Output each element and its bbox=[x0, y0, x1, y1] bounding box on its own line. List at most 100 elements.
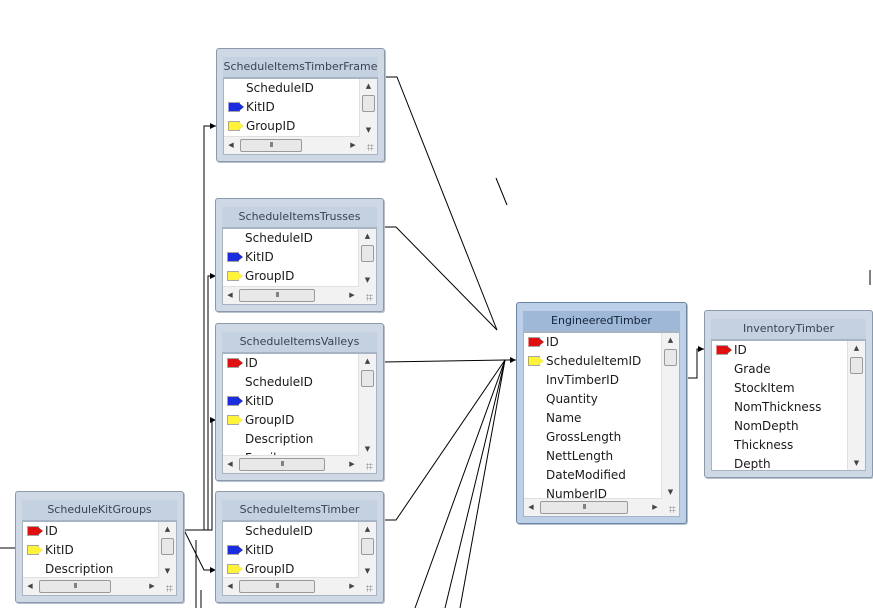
vertical-scrollbar[interactable]: ▲▼ bbox=[158, 522, 176, 578]
horizontal-scrollbar[interactable]: ◀ III ▶ bbox=[524, 498, 662, 516]
vertical-scrollbar[interactable]: ▲▼ bbox=[359, 79, 377, 137]
vertical-scrollbar[interactable]: ▲▼ bbox=[358, 229, 376, 287]
triangle-up-icon[interactable]: ▲ bbox=[164, 525, 171, 533]
triangle-right-icon[interactable]: ▶ bbox=[350, 141, 356, 149]
column-row[interactable]: ID bbox=[23, 522, 159, 541]
column-row[interactable]: GroupID bbox=[224, 117, 360, 136]
vertical-scrollbar[interactable]: ▲▼ bbox=[358, 522, 376, 578]
triangle-left-icon[interactable]: ◀ bbox=[227, 291, 233, 299]
horizontal-scrollbar[interactable]: ◀ III ▶ bbox=[223, 455, 359, 473]
column-row[interactable]: KitID bbox=[224, 98, 360, 117]
column-row[interactable]: KitID bbox=[223, 392, 359, 411]
column-row[interactable]: GroupID bbox=[223, 560, 359, 578]
column-row[interactable]: Name bbox=[524, 409, 662, 428]
column-row[interactable]: InvTimberID bbox=[524, 371, 662, 390]
triangle-left-icon[interactable]: ◀ bbox=[27, 582, 33, 590]
grip-lines-icon[interactable]: III bbox=[239, 580, 315, 593]
table-title[interactable]: EngineeredTimber bbox=[523, 311, 680, 332]
column-row[interactable]: Depth bbox=[712, 455, 848, 470]
horizontal-scrollbar[interactable]: ◀ III ▶ bbox=[23, 577, 159, 595]
triangle-right-icon[interactable]: ▶ bbox=[349, 291, 355, 299]
column-row[interactable]: GroupID bbox=[223, 411, 359, 430]
horizontal-scrollbar[interactable]: ◀ III ▶ bbox=[223, 577, 359, 595]
column-row[interactable]: GrossLength bbox=[524, 428, 662, 447]
grip-lines-icon[interactable]: III bbox=[239, 458, 325, 471]
scroll-thumb[interactable] bbox=[161, 538, 174, 555]
column-row[interactable]: Family bbox=[223, 449, 359, 456]
column-row[interactable]: ScheduleID bbox=[223, 522, 359, 541]
scroll-thumb[interactable] bbox=[361, 245, 374, 262]
vertical-scrollbar[interactable]: ▲▼ bbox=[661, 333, 679, 499]
grip-lines-icon[interactable]: III bbox=[240, 139, 302, 152]
column-row[interactable]: NomDepth bbox=[712, 417, 848, 436]
grip-lines-icon[interactable]: III bbox=[39, 580, 111, 593]
column-row[interactable]: ScheduleID bbox=[224, 79, 360, 98]
column-row[interactable]: Thickness bbox=[712, 436, 848, 455]
triangle-up-icon[interactable]: ▲ bbox=[364, 525, 371, 533]
column-row[interactable]: NumberID bbox=[524, 485, 662, 499]
triangle-left-icon[interactable]: ◀ bbox=[227, 582, 233, 590]
triangle-up-icon[interactable]: ▲ bbox=[364, 232, 371, 240]
grip-lines-icon[interactable]: III bbox=[239, 289, 315, 302]
column-row[interactable]: KitID bbox=[223, 248, 359, 267]
resize-grip-icon[interactable] bbox=[360, 137, 377, 154]
table-title[interactable]: ScheduleKitGroups bbox=[22, 500, 177, 521]
resize-grip-icon[interactable] bbox=[359, 578, 376, 595]
column-row[interactable]: Description bbox=[223, 430, 359, 449]
column-row[interactable]: KitID bbox=[23, 541, 159, 560]
column-row[interactable]: Description bbox=[23, 560, 159, 578]
triangle-up-icon[interactable]: ▲ bbox=[853, 344, 860, 352]
column-row[interactable]: NomThickness bbox=[712, 398, 848, 417]
table-title[interactable]: ScheduleItemsTimberFrame bbox=[223, 57, 378, 78]
scroll-thumb[interactable] bbox=[362, 95, 375, 112]
column-row[interactable]: Grade bbox=[712, 360, 848, 379]
column-row[interactable]: StockItem bbox=[712, 379, 848, 398]
horizontal-scrollbar[interactable]: ◀ III ▶ bbox=[224, 136, 360, 154]
triangle-down-icon[interactable]: ▼ bbox=[364, 567, 371, 575]
column-row[interactable]: ScheduleItemID bbox=[524, 352, 662, 371]
scroll-thumb[interactable] bbox=[850, 357, 863, 374]
triangle-down-icon[interactable]: ▼ bbox=[667, 488, 674, 496]
column-row[interactable]: GroupID bbox=[223, 267, 359, 286]
triangle-left-icon[interactable]: ◀ bbox=[227, 460, 233, 468]
resize-grip-icon[interactable] bbox=[359, 456, 376, 473]
triangle-up-icon[interactable]: ▲ bbox=[667, 336, 674, 344]
triangle-up-icon[interactable]: ▲ bbox=[365, 82, 372, 90]
resize-grip-icon[interactable] bbox=[359, 287, 376, 304]
grip-lines-icon[interactable]: III bbox=[540, 501, 628, 514]
triangle-down-icon[interactable]: ▼ bbox=[853, 459, 860, 467]
triangle-right-icon[interactable]: ▶ bbox=[149, 582, 155, 590]
triangle-left-icon[interactable]: ◀ bbox=[228, 141, 234, 149]
column-row[interactable]: KitID bbox=[223, 541, 359, 560]
table-title[interactable]: InventoryTimber bbox=[711, 319, 866, 340]
horizontal-scrollbar[interactable]: ◀ III ▶ bbox=[223, 286, 359, 304]
column-row[interactable]: NettLength bbox=[524, 447, 662, 466]
vertical-scrollbar[interactable]: ▲▼ bbox=[847, 341, 865, 470]
scroll-thumb[interactable] bbox=[361, 538, 374, 555]
resize-grip-icon[interactable] bbox=[159, 578, 176, 595]
triangle-down-icon[interactable]: ▼ bbox=[164, 567, 171, 575]
vertical-scrollbar[interactable]: ▲▼ bbox=[358, 354, 376, 456]
column-row[interactable]: ID bbox=[712, 341, 848, 360]
table-title[interactable]: ScheduleItemsTimber bbox=[222, 500, 377, 521]
column-row[interactable]: ID bbox=[524, 333, 662, 352]
triangle-right-icon[interactable]: ▶ bbox=[349, 460, 355, 468]
scroll-thumb[interactable] bbox=[664, 349, 677, 366]
triangle-up-icon[interactable]: ▲ bbox=[364, 357, 371, 365]
triangle-down-icon[interactable]: ▼ bbox=[364, 276, 371, 284]
triangle-right-icon[interactable]: ▶ bbox=[349, 582, 355, 590]
column-row[interactable]: DateModified bbox=[524, 466, 662, 485]
table-title[interactable]: ScheduleItemsTrusses bbox=[222, 207, 377, 228]
column-row[interactable]: Quantity bbox=[524, 390, 662, 409]
column-row[interactable]: ID bbox=[223, 354, 359, 373]
triangle-left-icon[interactable]: ◀ bbox=[528, 503, 534, 511]
triangle-down-icon[interactable]: ▼ bbox=[365, 126, 372, 134]
column-row[interactable]: ScheduleID bbox=[223, 229, 359, 248]
triangle-right-icon[interactable]: ▶ bbox=[652, 503, 658, 511]
